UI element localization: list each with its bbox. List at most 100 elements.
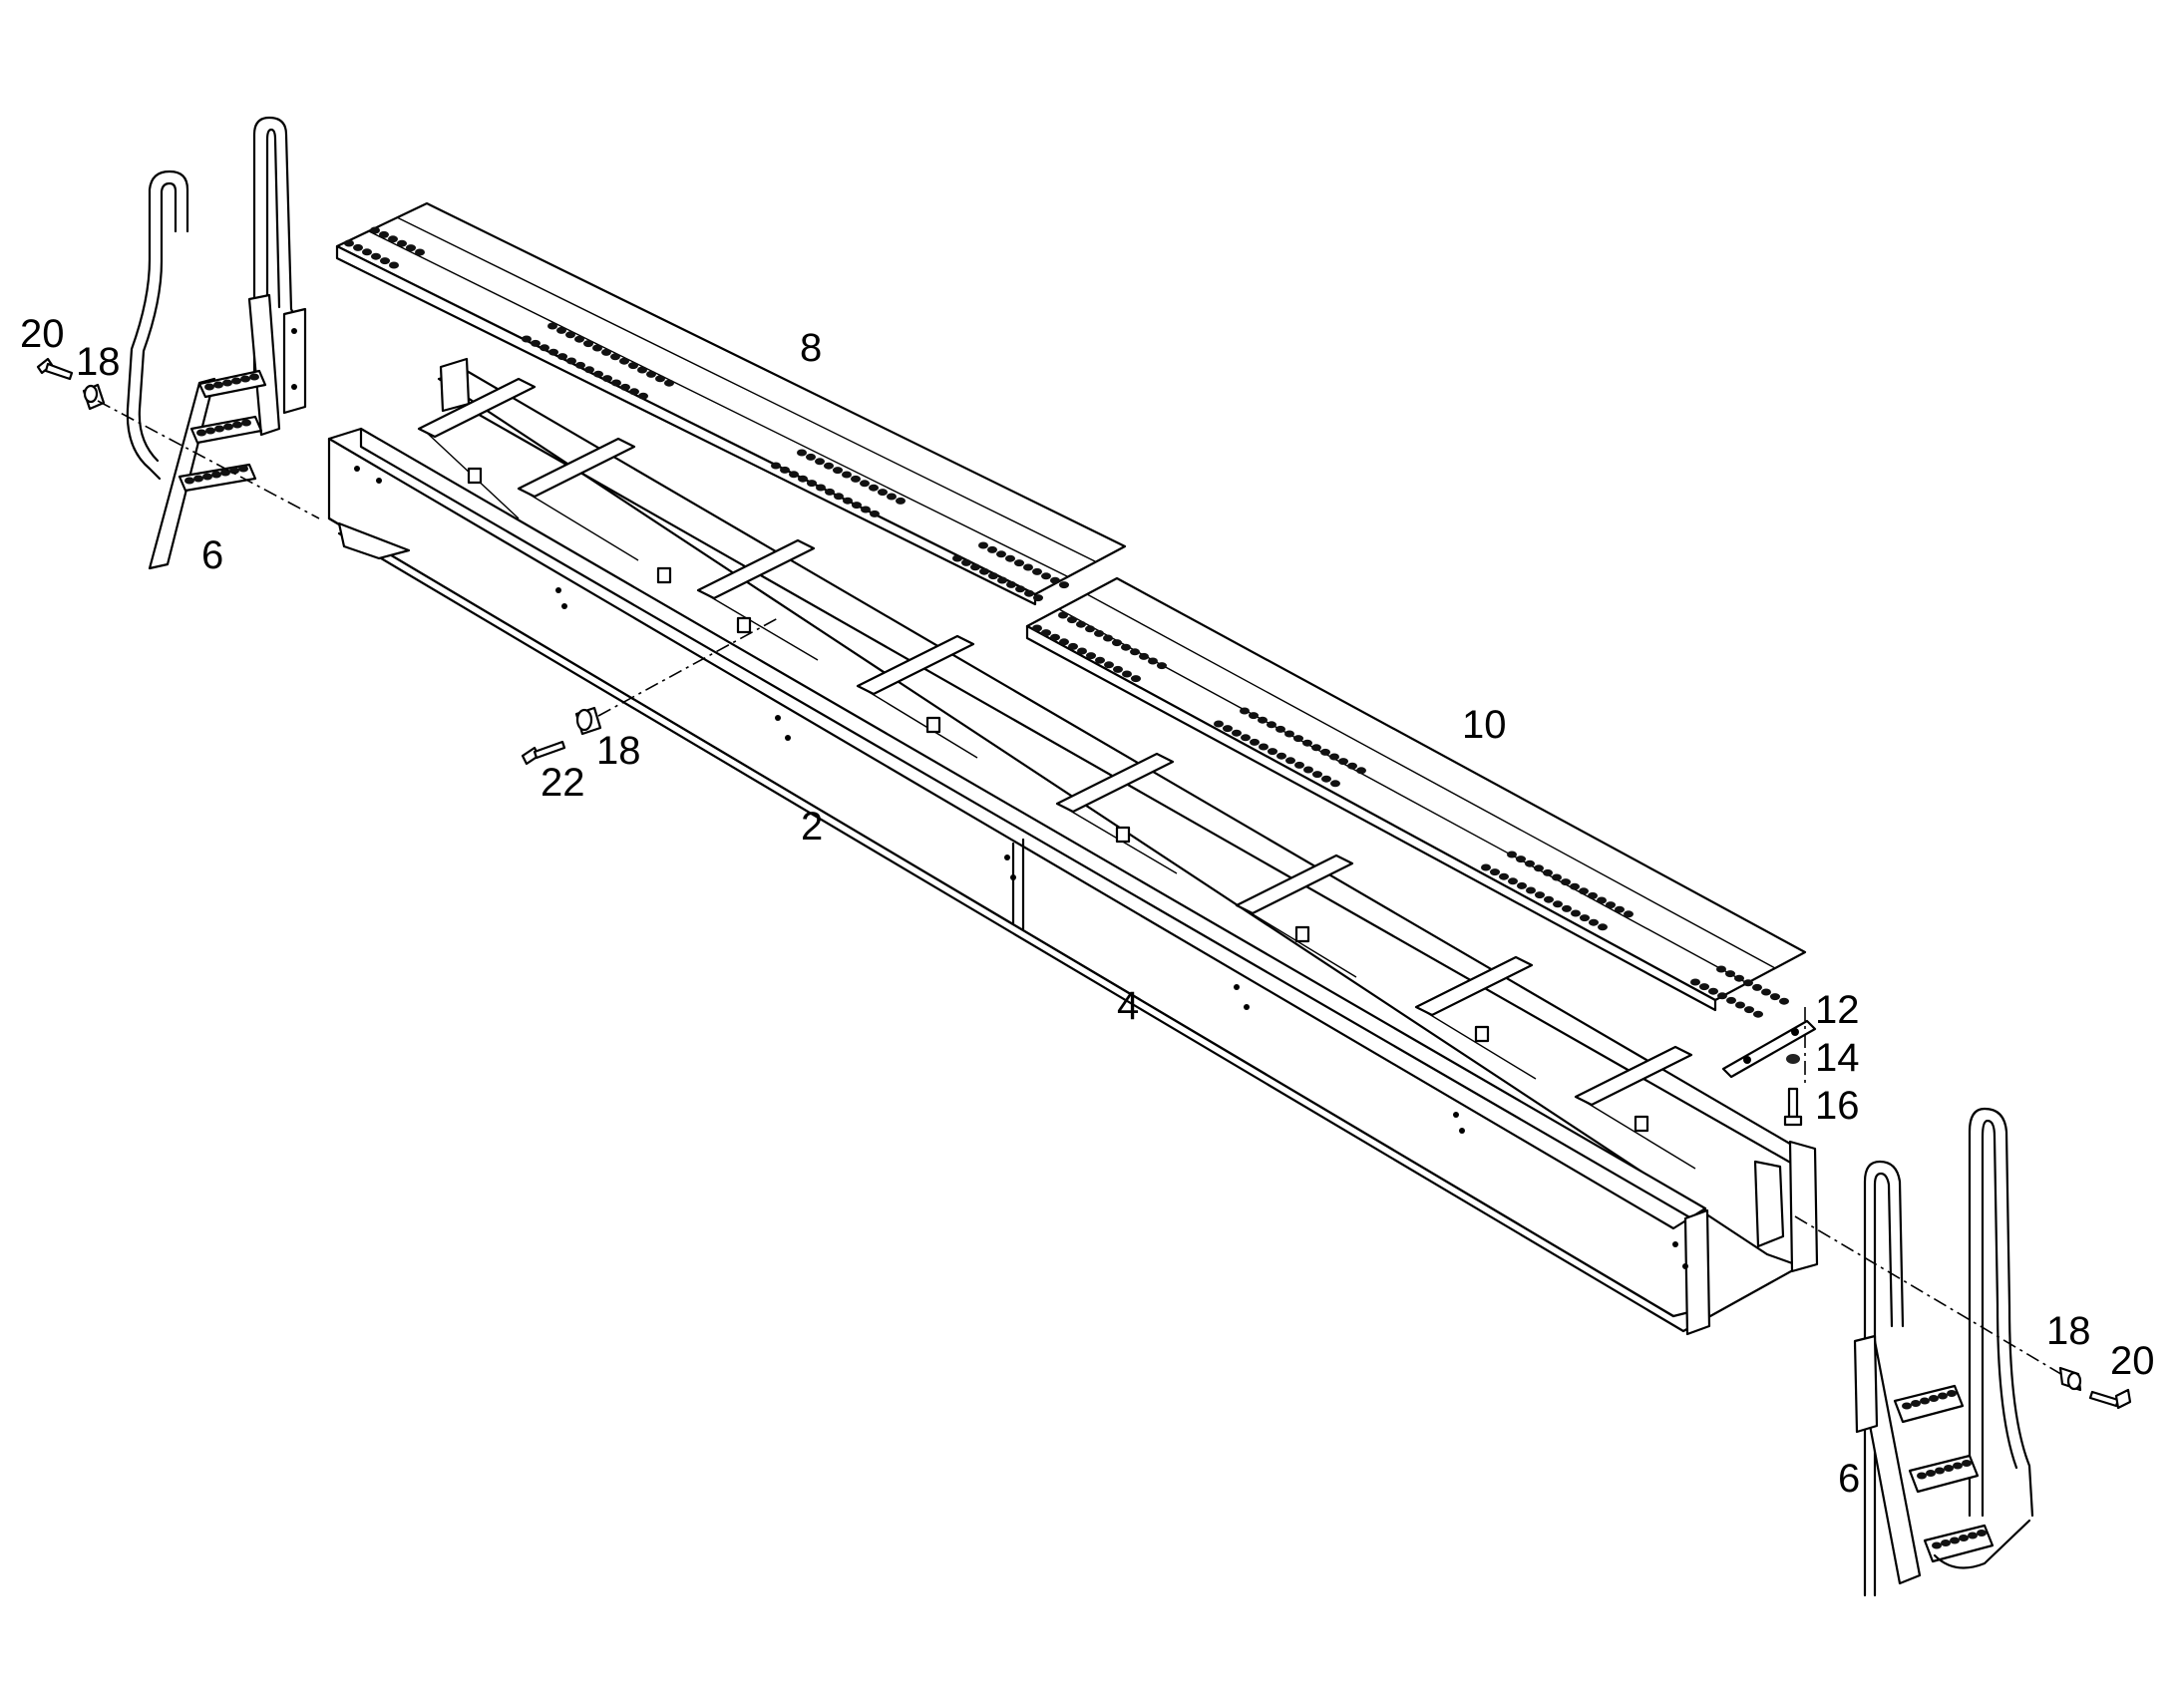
callout-walkway-rear: 10 (1462, 703, 1507, 747)
tread-grip (1571, 909, 1581, 917)
tread-grip (1050, 576, 1060, 584)
tread-grip (629, 388, 639, 396)
tread-grip (1050, 633, 1060, 641)
tread-grip (196, 429, 206, 437)
tread-grip (184, 477, 194, 485)
tread-grip (389, 261, 399, 269)
tread-grip (655, 375, 665, 383)
tread-grip (825, 488, 835, 496)
tread-grip (1032, 624, 1042, 632)
tread-grip (556, 326, 566, 334)
tread-grip (1534, 864, 1544, 872)
tread-grip (771, 462, 781, 470)
tread-grip (1561, 878, 1571, 886)
tread-grip (406, 244, 416, 252)
tread-grip (371, 252, 381, 260)
tread-grip (619, 357, 629, 365)
rivet-hole (775, 715, 781, 721)
tread-grip (1753, 1010, 1763, 1018)
tread-grip (566, 357, 576, 365)
tread-grip (1606, 901, 1616, 909)
rivet-hole (1004, 854, 1010, 860)
tread-grip (557, 353, 567, 361)
tread-grip (1130, 648, 1140, 656)
tread-grip (1552, 873, 1562, 881)
tread-grip (540, 344, 549, 352)
tread-grip (222, 379, 232, 387)
rivet-hole (354, 466, 360, 472)
rivet-hole (1244, 1004, 1250, 1010)
bolt-right-20 (2088, 1388, 2132, 1410)
assembly-centerlines (97, 400, 2065, 1377)
tread-grip (1734, 974, 1744, 982)
tread-grip (1708, 987, 1718, 995)
tread-grip (1968, 1532, 1978, 1539)
tread-grip (664, 379, 674, 387)
tread-grip (1977, 1530, 1987, 1537)
tread-grip (1131, 675, 1141, 683)
clip-plate-12 (1721, 1019, 1817, 1079)
tread-grip (1094, 629, 1104, 637)
tread-grip (1214, 720, 1224, 728)
tread-grip (1553, 900, 1563, 908)
tread-grip (1356, 767, 1366, 775)
tread-grip (397, 239, 407, 247)
tread-grip (1041, 629, 1051, 637)
tread-grip (1076, 620, 1086, 628)
tread-grip (1223, 725, 1233, 733)
bracket (1474, 1025, 1490, 1043)
tread-grip (415, 248, 425, 256)
tread-grip (988, 572, 998, 580)
callout-beam-rear: 4 (1117, 984, 1139, 1028)
tread-grip (851, 475, 861, 483)
tread-grip (223, 423, 233, 431)
tread-grip (205, 427, 215, 435)
tread-grip (1268, 748, 1277, 756)
tread-grip (1085, 625, 1095, 633)
tread-grip (1121, 643, 1131, 651)
tread-grip (1589, 918, 1599, 926)
spacer-right-18 (2058, 1366, 2082, 1392)
spacer-left-18 (82, 383, 106, 411)
tread-grip (1276, 752, 1286, 760)
tread-grip (193, 475, 203, 483)
tread-grip (1259, 743, 1269, 751)
callout-bolt-mid: 22 (541, 761, 585, 805)
tread-grip (1544, 895, 1554, 903)
tread-grip (620, 383, 630, 391)
tread-grip (1232, 729, 1242, 737)
tread-grip (833, 467, 843, 475)
tread-grip (1302, 739, 1312, 747)
tread-grip (797, 449, 807, 457)
tread-grip (1122, 670, 1132, 678)
spacer-mid-18 (574, 706, 602, 736)
tread-grip (1932, 1541, 1942, 1549)
tread-grip (610, 353, 620, 361)
tread-grip (1959, 1535, 1969, 1541)
tread-grip (1525, 859, 1535, 867)
tread-grip (996, 550, 1006, 558)
rivet-hole (561, 603, 567, 609)
tread-grip (1032, 567, 1042, 575)
tread-grip (1947, 1390, 1957, 1397)
tread-grip (1761, 988, 1771, 996)
tread-grip (238, 465, 248, 473)
tread-grip (1911, 1400, 1921, 1407)
tread-grip (547, 322, 557, 330)
tread-grip (1077, 647, 1087, 655)
tread-grip (834, 493, 844, 501)
tread-grip (1321, 775, 1331, 783)
tread-grip (1543, 868, 1553, 876)
tread-grip (353, 243, 363, 251)
bolt-mid-22 (521, 740, 566, 766)
tread-grip (213, 381, 223, 389)
tread-grip (1303, 766, 1313, 774)
tread-grip (1086, 652, 1096, 660)
tread-grip (1006, 580, 1016, 588)
tread-grip (816, 484, 826, 492)
tread-grip (1033, 594, 1043, 602)
tread-grip (646, 370, 656, 378)
tread-grip (1330, 780, 1340, 788)
callout-ladder-left: 6 (201, 533, 223, 577)
